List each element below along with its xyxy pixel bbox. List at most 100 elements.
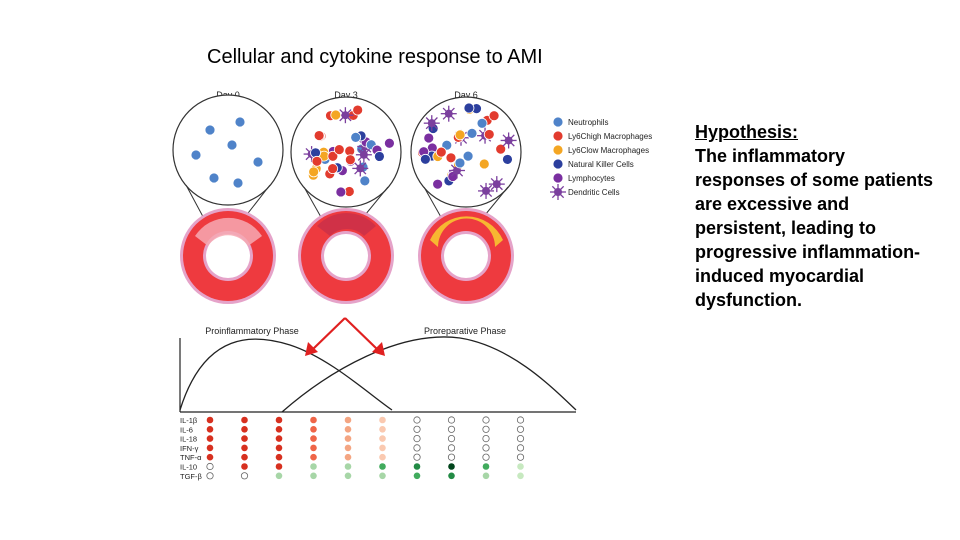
cell-dot xyxy=(478,158,490,170)
cytokine-dot xyxy=(275,472,283,480)
cytokine-dot-empty xyxy=(413,444,421,452)
dendritic-cell-icon xyxy=(500,132,517,149)
cytokine-dot-empty xyxy=(413,425,421,433)
dendritic-cell-icon xyxy=(550,184,566,200)
cytokine-dot-empty xyxy=(516,434,525,443)
cytokine-label: TNF-α xyxy=(180,453,202,462)
infarct-zone xyxy=(317,213,376,236)
cell-dot xyxy=(435,146,447,158)
dendritic-cell-icon xyxy=(448,162,465,179)
cytokine-label: IL-6 xyxy=(180,425,193,434)
cell-dot xyxy=(552,144,564,156)
cytokine-dot xyxy=(275,453,283,461)
legend-label-neutrophil: Neutrophils xyxy=(568,118,608,127)
cytokine-dot xyxy=(448,463,455,470)
transition-arrows xyxy=(311,317,379,351)
cytokine-dot xyxy=(344,463,352,470)
cytokine-dot xyxy=(206,426,214,433)
cell-dot xyxy=(466,128,478,139)
cell-dot xyxy=(374,151,385,162)
cell-dot xyxy=(226,139,238,151)
cell-dot xyxy=(495,143,507,155)
cell-dot xyxy=(445,152,457,164)
cytokine-dot-empty xyxy=(447,425,456,433)
arrow-head-right xyxy=(372,342,385,356)
cytokine-dot-empty xyxy=(206,462,214,471)
dendritic-cell-icon xyxy=(488,176,505,193)
cytokine-dot xyxy=(241,453,248,461)
cytokine-dot-empty xyxy=(447,444,456,452)
cytokine-dot xyxy=(241,444,248,452)
cell-dot xyxy=(204,124,216,136)
cytokine-dot xyxy=(310,435,317,442)
cytokine-dot xyxy=(379,416,386,424)
cytokine-dot-empty xyxy=(413,453,421,461)
cytokine-dot xyxy=(517,463,524,470)
cell-dot xyxy=(454,157,466,169)
arrow-head-left xyxy=(305,342,318,356)
cytokine-dot xyxy=(379,426,386,433)
cytokine-dot-empty xyxy=(482,444,490,452)
magnified-view xyxy=(172,94,284,206)
cell-dot xyxy=(483,129,495,140)
cytokine-dot xyxy=(344,416,352,424)
cell-dot xyxy=(327,150,339,162)
cytokine-dot xyxy=(275,463,283,470)
cytokine-dot xyxy=(344,426,352,433)
cytokine-dot-empty xyxy=(206,472,214,480)
cytokine-dot-empty xyxy=(413,416,421,424)
hypothesis-heading: Hypothesis: xyxy=(695,122,799,142)
cytokine-dot xyxy=(310,426,317,433)
cell-dot xyxy=(454,129,466,141)
day-label: Day 3 xyxy=(334,90,358,100)
day-label: Day 6 xyxy=(454,90,478,100)
cell-dot xyxy=(502,154,513,165)
cytokine-dot xyxy=(517,472,524,480)
cytokine-dot xyxy=(310,463,317,470)
cell-dot xyxy=(208,172,220,184)
legend-label-lymphocyte: Lymphocytes xyxy=(568,174,615,183)
cytokine-dot xyxy=(310,416,317,424)
cytokine-dot xyxy=(379,463,386,470)
cytokine-dot xyxy=(206,435,214,442)
cytokine-dot xyxy=(275,435,283,442)
cytokine-label: IL-10 xyxy=(180,463,197,472)
cell-dot xyxy=(552,130,564,142)
proreparative-curve xyxy=(281,336,577,413)
cytokine-dot-empty xyxy=(447,453,456,461)
dendritic-cell-icon xyxy=(423,115,440,132)
cytokine-dot xyxy=(275,444,283,452)
cytokine-dot xyxy=(344,453,352,461)
cytokine-dot xyxy=(310,444,317,452)
cytokine-dot xyxy=(241,426,248,433)
cell-dot xyxy=(488,110,500,122)
cytokine-dot xyxy=(482,472,490,480)
cell-dot xyxy=(333,144,345,156)
cytokine-dot-empty xyxy=(482,453,490,461)
cell-dot xyxy=(359,175,371,187)
cytokine-label: IL-18 xyxy=(180,435,197,444)
cell-dot xyxy=(311,155,323,167)
cell-dot xyxy=(384,137,395,149)
cytokine-label: IFN-γ xyxy=(180,444,199,453)
cell-dot xyxy=(552,116,564,128)
phase-label-pro: Proinflammatory Phase xyxy=(205,326,299,336)
cytokine-dot xyxy=(344,435,352,442)
dendritic-cell-icon xyxy=(440,105,457,122)
hypothesis-text: The inflammatory responses of some patie… xyxy=(695,146,934,310)
cell-dot xyxy=(476,117,488,129)
cytokine-dot xyxy=(379,472,386,480)
hypothesis-box: Hypothesis: The inflammatory responses o… xyxy=(695,120,935,312)
cell-dot xyxy=(330,109,342,121)
cytokine-dot xyxy=(379,444,386,452)
cytokine-dot xyxy=(379,453,386,461)
cell-dot xyxy=(423,132,435,144)
cell-dot xyxy=(344,154,356,166)
heart-lumen xyxy=(206,234,250,278)
dendritic-cell-icon xyxy=(478,182,495,199)
cell-dot xyxy=(232,177,244,189)
cell-dot xyxy=(552,172,564,184)
cytokine-dot xyxy=(344,472,352,480)
cell-dot xyxy=(252,156,264,168)
cell-dot xyxy=(190,149,202,161)
